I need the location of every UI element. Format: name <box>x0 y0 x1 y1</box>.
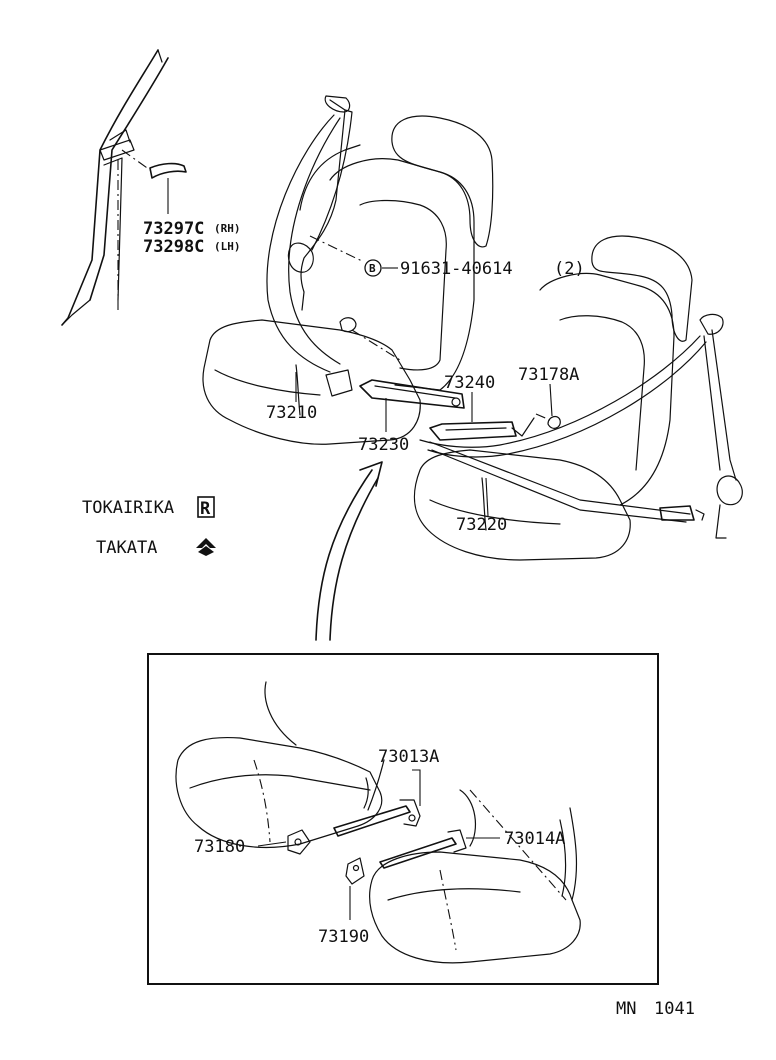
label-91631-40614: 91631-40614 <box>400 259 513 279</box>
label-rh: (RH) <box>214 222 241 235</box>
svg-text:R: R <box>200 499 211 519</box>
label-73190: 73190 <box>318 927 369 947</box>
label-73013a: 73013A <box>378 747 439 767</box>
footer-code: MN <box>616 999 636 1019</box>
detail-seats-drawing <box>175 681 581 964</box>
label-73230: 73230 <box>358 435 409 455</box>
bolt-marker-circle <box>364 259 382 277</box>
label-73220: 73220 <box>456 515 507 535</box>
legend-takata: TAKATA <box>96 538 157 558</box>
legend-tokairika: TOKAIRIKA <box>82 498 174 518</box>
tokairika-logo: R <box>197 496 215 519</box>
label-73210: 73210 <box>266 403 317 423</box>
pillar-trim-drawing <box>61 49 187 326</box>
detail-arrow <box>315 461 383 641</box>
label-qty-2: (2) <box>554 259 585 279</box>
label-lh: (LH) <box>214 240 241 253</box>
label-73298c: 73298C <box>143 237 204 257</box>
right-seat-drawing <box>413 235 743 561</box>
label-73178a: 73178A <box>518 365 579 385</box>
label-73014a: 73014A <box>504 829 565 849</box>
detail-frame <box>147 653 659 985</box>
bolt-marker-b: B <box>369 262 376 275</box>
label-73180: 73180 <box>194 837 245 857</box>
left-seat-drawing <box>202 95 494 445</box>
label-73297c: 73297C <box>143 219 204 239</box>
footer-number: 1041 <box>654 999 695 1019</box>
takata-bird-icon <box>196 538 216 556</box>
label-73240: 73240 <box>444 373 495 393</box>
